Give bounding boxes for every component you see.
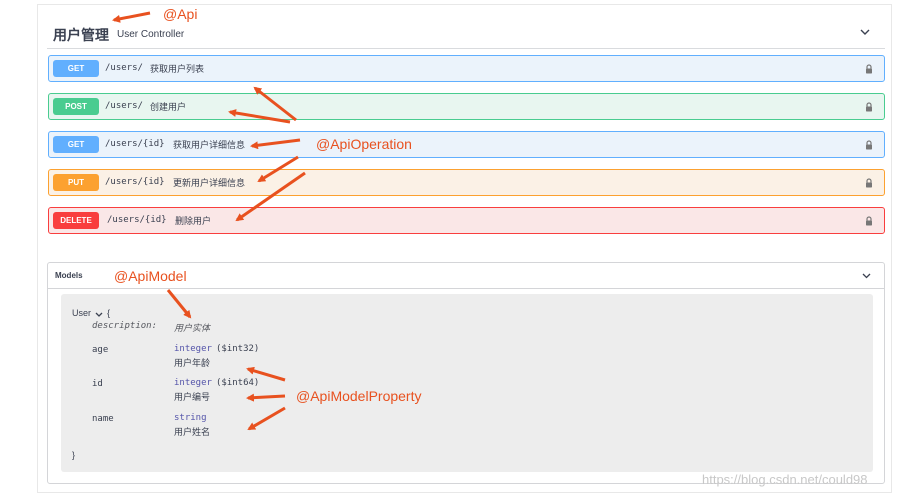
annotation-api-model: @ApiModel: [114, 268, 187, 284]
description-key: description:: [92, 321, 158, 331]
annotation-api: @Api: [163, 6, 198, 22]
description-value: 用户实体: [174, 323, 211, 333]
arrow: [246, 366, 286, 382]
arrow: [253, 86, 297, 122]
property-name: id: [92, 379, 103, 389]
model-user-box: [61, 294, 873, 472]
op-path: /users/{id}: [105, 139, 165, 149]
lock-icon[interactable]: [864, 216, 874, 226]
property-type: integer: [174, 344, 212, 354]
property-format: ($int64): [216, 378, 260, 388]
arrow: [166, 289, 192, 319]
property-description: 用户编号: [174, 392, 211, 402]
op-path: /users/: [105, 63, 143, 73]
op-summary: 删除用户: [175, 216, 212, 226]
property-format: ($int32): [216, 344, 260, 354]
arrow: [228, 109, 291, 124]
property-name: name: [92, 414, 114, 424]
op-summary: 创建用户: [150, 102, 187, 112]
watermark: https://blog.csdn.net/could98: [702, 472, 868, 487]
lock-icon[interactable]: [864, 102, 874, 112]
arrow: [246, 393, 286, 402]
op-summary: 获取用户详细信息: [173, 140, 246, 150]
property-description: 用户年龄: [174, 358, 211, 368]
arrow: [250, 138, 301, 150]
lock-icon[interactable]: [864, 64, 874, 74]
op-summary: 更新用户详细信息: [173, 178, 246, 188]
models-title[interactable]: Models: [55, 271, 83, 280]
tag-title[interactable]: 用户管理: [53, 27, 109, 43]
op-delete-user[interactable]: DELETE /users/{id} 删除用户: [48, 207, 885, 234]
op-path: /users/{id}: [107, 215, 167, 225]
op-path: /users/{id}: [105, 177, 165, 187]
arrow: [257, 155, 299, 183]
property-type: string: [174, 413, 207, 423]
method-badge: PUT: [53, 174, 99, 191]
model-open-brace: {: [107, 308, 111, 318]
arrow: [112, 11, 151, 23]
op-get-users[interactable]: GET /users/ 获取用户列表: [48, 55, 885, 82]
property-name: age: [92, 345, 109, 355]
model-close-brace: }: [72, 450, 76, 460]
method-badge: GET: [53, 136, 99, 153]
op-get-user-by-id[interactable]: GET /users/{id} 获取用户详细信息: [48, 131, 885, 158]
chevron-down-icon[interactable]: [858, 25, 872, 39]
op-path: /users/: [105, 101, 143, 111]
tag-divider: [47, 48, 885, 49]
property-type: integer: [174, 378, 212, 388]
op-summary: 获取用户列表: [150, 64, 205, 74]
property-description: 用户姓名: [174, 427, 211, 437]
method-badge: DELETE: [53, 212, 99, 229]
chevron-down-icon[interactable]: [95, 311, 103, 318]
chevron-down-icon[interactable]: [860, 269, 873, 282]
arrow: [247, 406, 286, 431]
method-badge: GET: [53, 60, 99, 77]
models-divider: [48, 288, 884, 289]
tag-subtitle: User Controller: [117, 29, 185, 40]
annotation-api-model-property: @ApiModelProperty: [296, 388, 422, 404]
model-name[interactable]: User: [72, 308, 92, 318]
lock-icon[interactable]: [864, 140, 874, 150]
op-post-users[interactable]: POST /users/ 创建用户: [48, 93, 885, 120]
arrow: [235, 171, 306, 222]
method-badge: POST: [53, 98, 99, 115]
annotation-api-operation: @ApiOperation: [316, 136, 412, 152]
op-put-user[interactable]: PUT /users/{id} 更新用户详细信息: [48, 169, 885, 196]
lock-icon[interactable]: [864, 178, 874, 188]
